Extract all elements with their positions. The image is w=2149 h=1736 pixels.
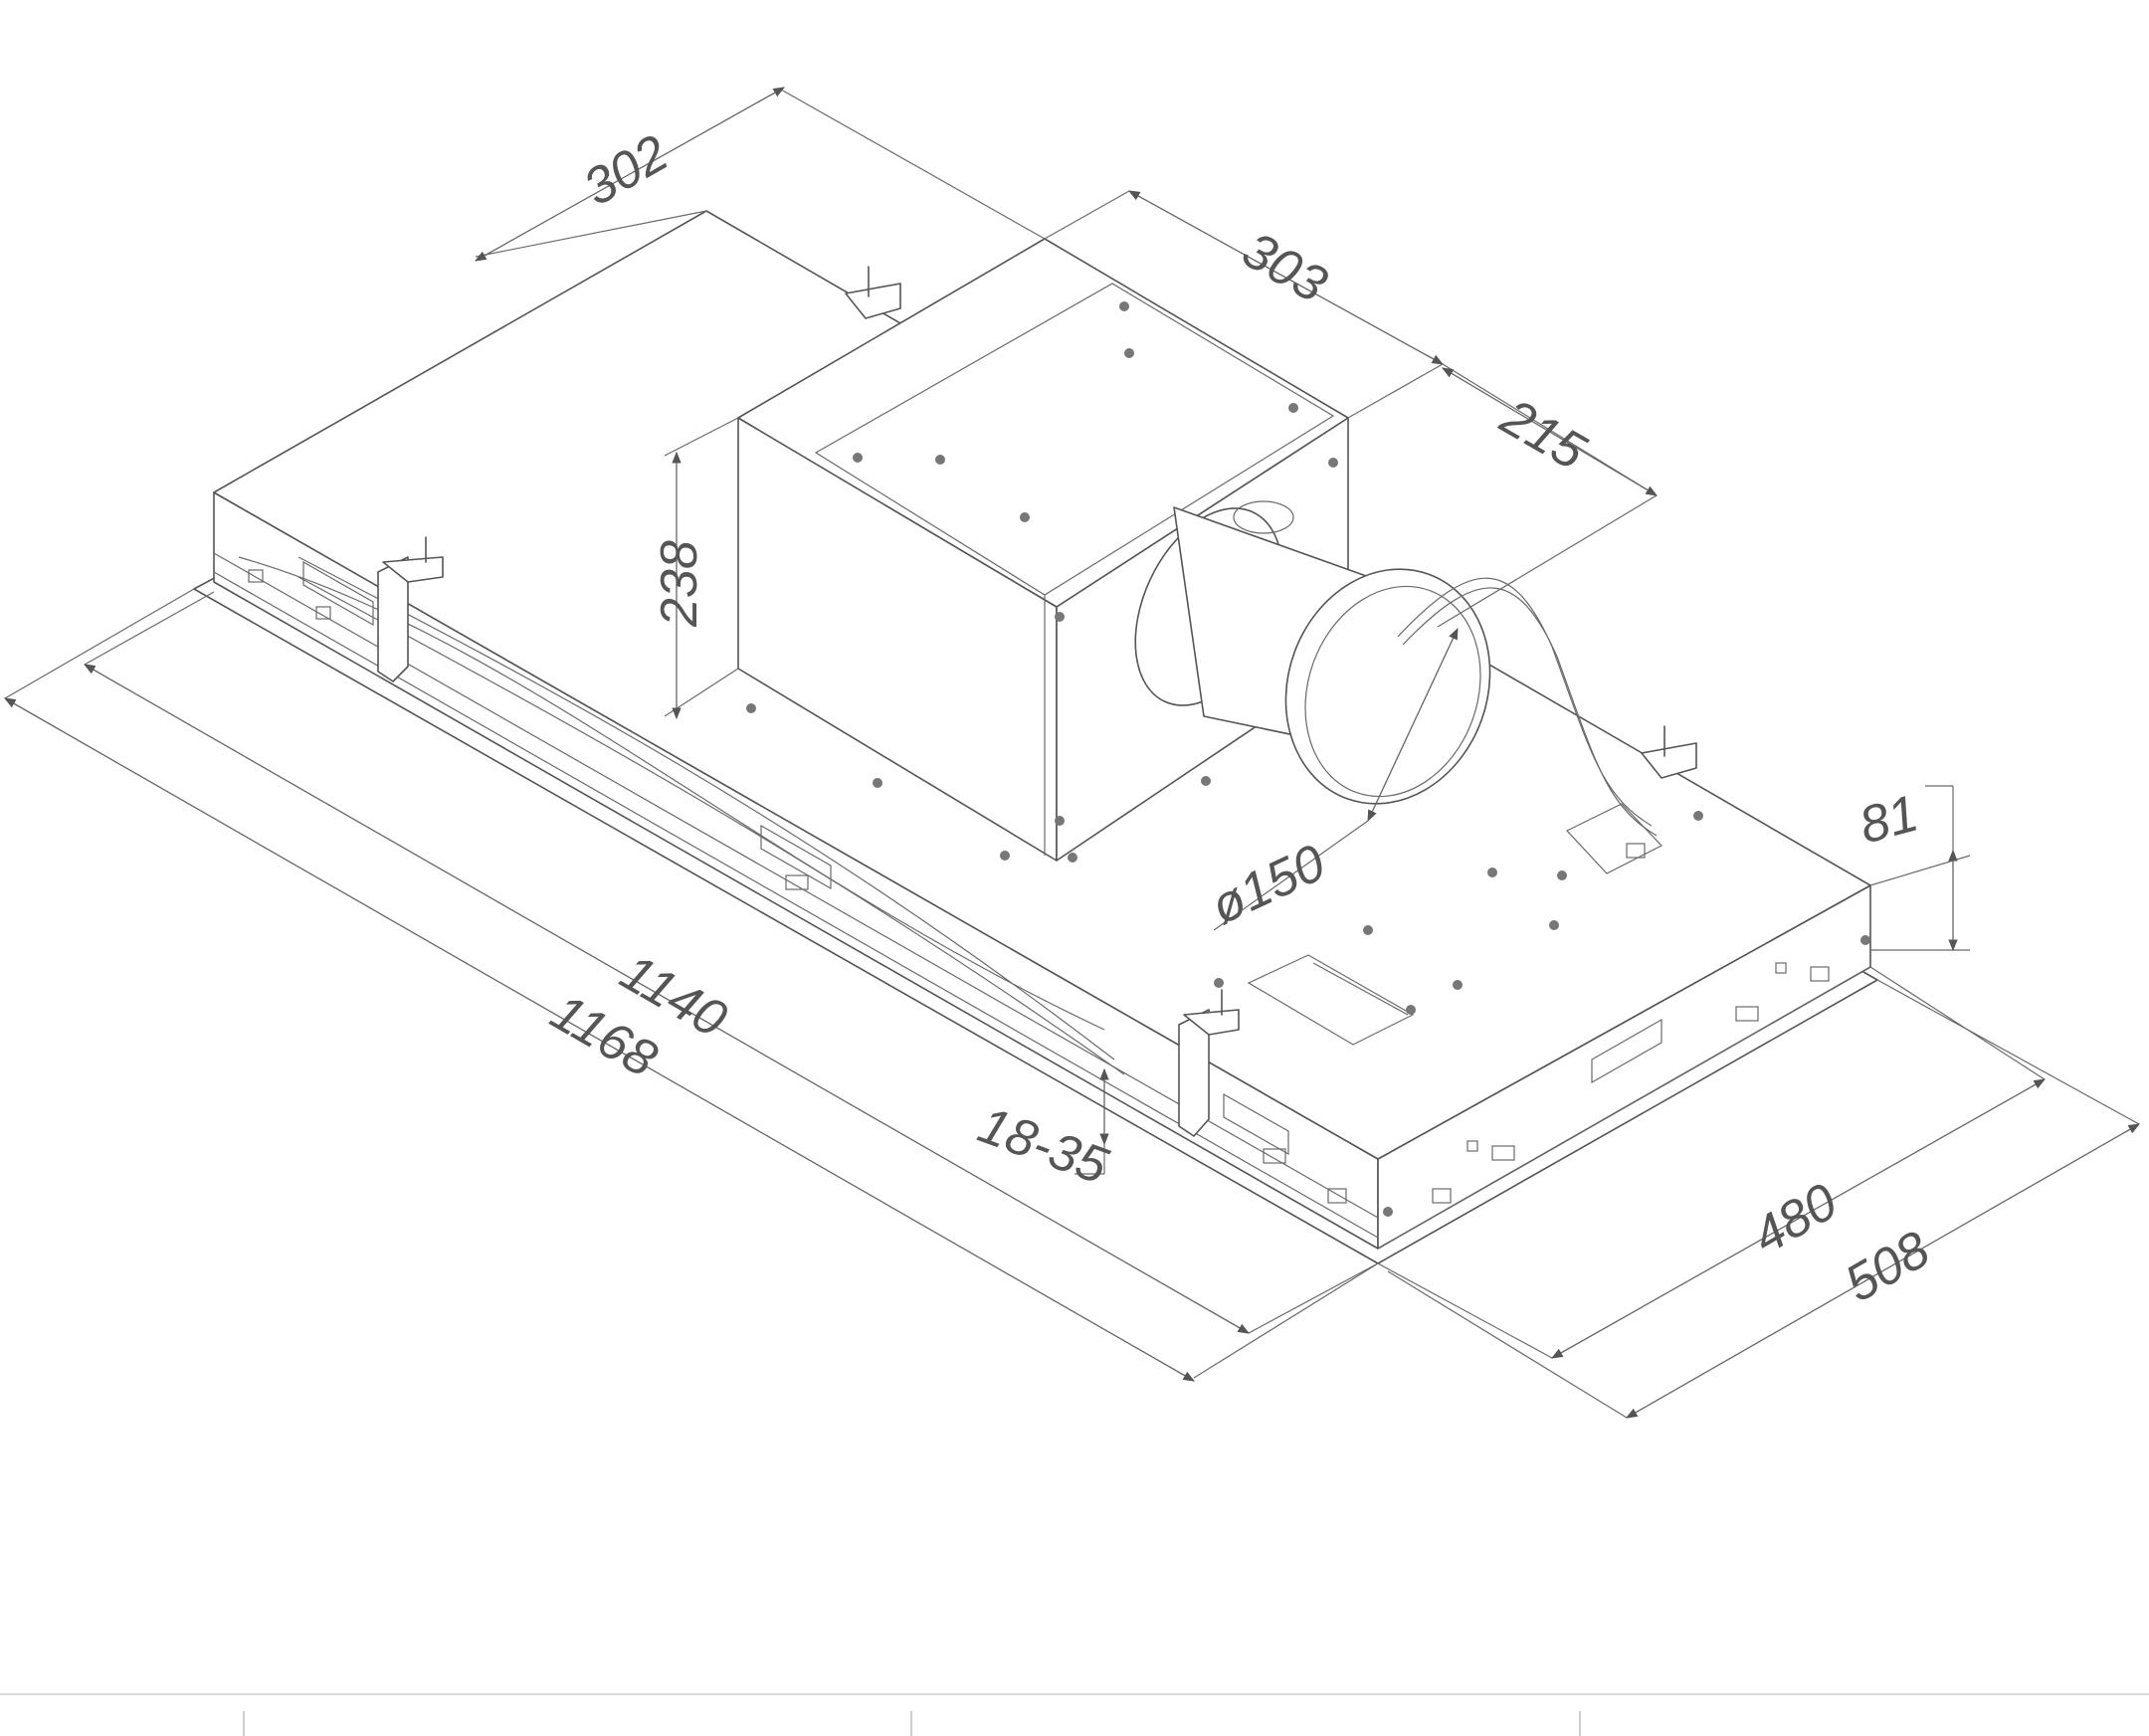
bracket-left-top [382,556,444,583]
bracket-back-right [1641,742,1697,779]
bottom-strip [0,1693,2149,1736]
dimension-480-label: 480 [1743,1173,1847,1266]
dimension-238-label: 238 [651,540,708,628]
junction-plate [1566,803,1662,874]
dimension-303-label: 303 [1233,221,1336,314]
motor-box-lid [814,283,1335,596]
dimension-302: 302 [474,87,1046,262]
dimension-215-label: 215 [1490,388,1596,482]
dimension-238: 238 [651,417,739,720]
dimension-215: 215 [1437,363,1659,628]
front-slots [248,560,1830,1204]
collar-inner-ring [1304,585,1481,798]
dimension-81-label: 81 [1854,785,1924,856]
control-area [1247,803,1662,1046]
dimension-18-35-label: 18-35 [971,1096,1116,1196]
dimension-508-label: 508 [1836,1221,1939,1314]
dimension-302-label: 302 [574,124,678,218]
right-face-vent [1591,1018,1662,1084]
bracket-back-left [845,283,901,319]
light-window [1247,954,1415,1046]
